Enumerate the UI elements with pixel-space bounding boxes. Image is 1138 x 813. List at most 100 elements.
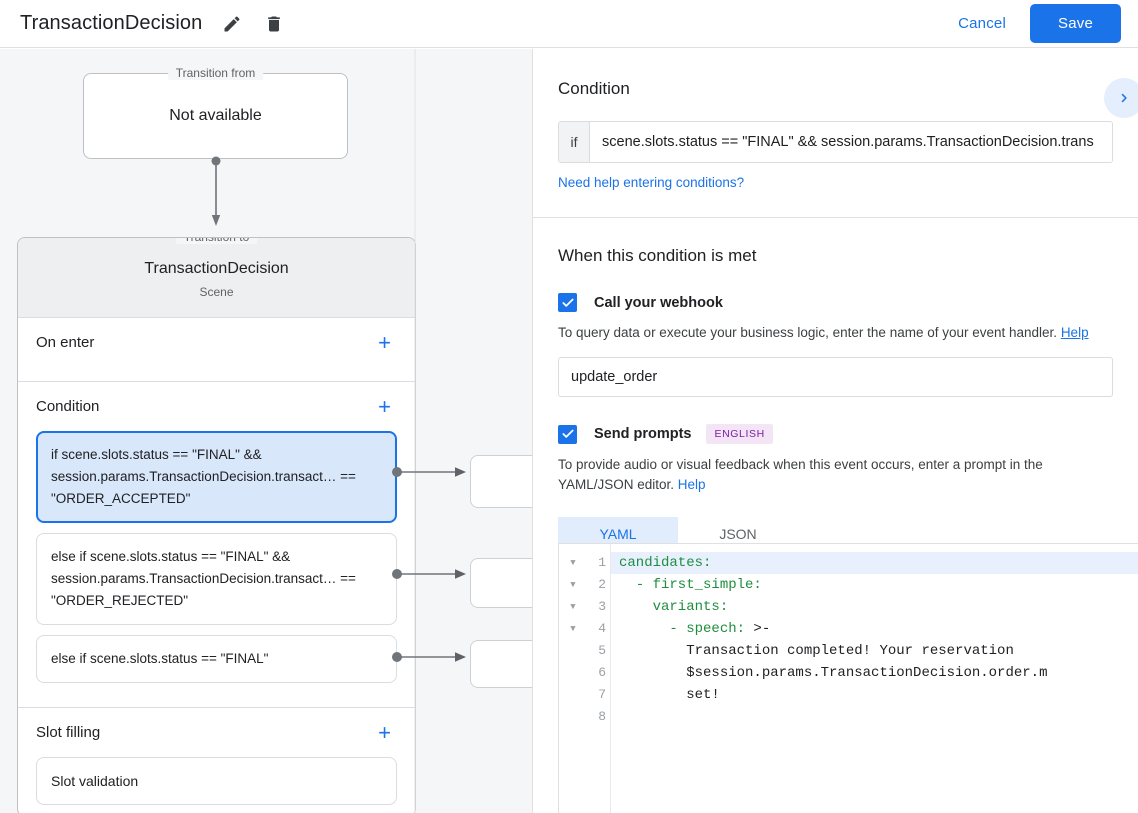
save-button[interactable]: Save: [1030, 4, 1121, 43]
condition-heading-row: Condition: [558, 49, 1113, 99]
when-condition-met-title: When this condition is met: [558, 246, 757, 265]
editor-code-line: [619, 706, 1138, 728]
call-webhook-description-text: To query data or execute your business l…: [558, 325, 1061, 340]
edit-pencil-icon[interactable]: [220, 12, 244, 36]
call-webhook-checkbox[interactable]: [558, 293, 577, 312]
editor-fold-toggle[interactable]: ▼: [570, 602, 576, 612]
scene-type: Scene: [199, 285, 234, 299]
section-slot-filling-title: Slot filling: [36, 724, 101, 741]
editor-fold-toggle[interactable]: ▼: [570, 580, 576, 590]
top-bar: TransactionDecision Cancel Save: [0, 0, 1138, 48]
section-condition: Condition + if scene.slots.status == "FI…: [18, 382, 415, 708]
editor-fold-toggle[interactable]: ▼: [570, 558, 576, 568]
editor-code-line: $session.params.TransactionDecision.orde…: [619, 665, 1048, 681]
transition-to-legend: Transition to: [175, 238, 258, 244]
slot-validation-card[interactable]: Slot validation: [36, 757, 397, 805]
editor-fold-toggle[interactable]: ▼: [570, 624, 576, 634]
editor-line-number: 1: [598, 555, 606, 570]
section-on-enter-head: On enter +: [36, 318, 397, 367]
add-slot-filling-button[interactable]: +: [378, 719, 391, 745]
transition-from-node[interactable]: Transition from Not available: [83, 66, 348, 159]
topbar-actions: Cancel Save: [944, 4, 1138, 43]
webhook-handler-input[interactable]: [558, 357, 1113, 397]
editor-fold-gutter[interactable]: ▼ ▼ ▼ ▼: [559, 544, 587, 813]
transition-from-title: Not available: [169, 107, 262, 124]
editor-code-line: - speech: >-: [619, 618, 1138, 640]
send-prompts-checkbox[interactable]: [558, 424, 577, 444]
editor-fold-toggle: [559, 662, 587, 684]
prompts-help-link[interactable]: Help: [677, 477, 706, 492]
condition-card-selected[interactable]: if scene.slots.status == "FINAL" && sess…: [36, 431, 397, 523]
editor-line-number: 4: [598, 621, 606, 636]
section-slot-filling-head: Slot filling +: [36, 708, 397, 757]
transition-to-node[interactable]: Transition to TransactionDecision Scene …: [17, 237, 416, 813]
editor-line-number: 8: [598, 709, 606, 724]
yaml-key: candidates:: [619, 555, 712, 571]
condition-expression-input[interactable]: [590, 122, 1112, 162]
editor-code-line: set!: [619, 687, 720, 703]
transition-from-legend: Transition from: [167, 66, 264, 80]
scene-graph-canvas[interactable]: Transition from Not available Transition…: [0, 49, 532, 813]
section-on-enter-title: On enter: [36, 334, 95, 351]
checkmark-icon: [561, 429, 574, 438]
editor-code-line: Transaction completed! Your reservation: [619, 643, 1014, 659]
condition-input-group[interactable]: if: [558, 121, 1113, 163]
send-prompts-row: Send prompts ENGLISH: [558, 424, 1113, 444]
tab-json[interactable]: JSON: [719, 526, 757, 542]
chevron-right-icon: [1121, 93, 1127, 103]
editor-line-number: 3: [598, 599, 606, 614]
send-prompts-label: Send prompts: [594, 426, 692, 442]
language-badge: ENGLISH: [706, 424, 773, 444]
destination-node-3[interactable]: [470, 640, 532, 688]
pencil-icon: [224, 15, 240, 31]
scene-header[interactable]: TransactionDecision Scene: [18, 238, 415, 318]
cancel-button[interactable]: Cancel: [944, 6, 1020, 41]
send-prompts-description: To provide audio or visual feedback when…: [558, 455, 1110, 495]
edge-from-to: [211, 156, 221, 226]
yaml-value: >-: [745, 621, 771, 637]
condition-card[interactable]: else if scene.slots.status == "FINAL": [36, 635, 397, 683]
editor-code-line: - first_simple:: [619, 574, 1138, 596]
scene-name: TransactionDecision: [144, 260, 289, 277]
section-condition-head: Condition +: [36, 382, 397, 431]
editor-line-number: 5: [598, 643, 606, 658]
when-condition-met-section: When this condition is met Call your web…: [533, 246, 1138, 551]
editor-code-line: candidates:: [611, 552, 1138, 574]
call-webhook-row: Call your webhook: [558, 293, 1113, 312]
section-slot-filling: Slot filling + Slot validation: [18, 708, 415, 813]
editor-line-number: 6: [598, 665, 606, 680]
call-webhook-label: Call your webhook: [594, 294, 723, 311]
webhook-help-link[interactable]: Help: [1060, 325, 1089, 340]
if-label: if: [559, 122, 590, 162]
details-panel: Condition if Need help entering conditio…: [532, 49, 1138, 813]
add-condition-button[interactable]: +: [378, 393, 391, 419]
destination-node-2[interactable]: [470, 558, 532, 608]
editor-fold-toggle: [559, 640, 587, 662]
panel-divider: [533, 217, 1138, 218]
add-on-enter-button[interactable]: +: [378, 329, 391, 355]
section-condition-title: Condition: [36, 398, 100, 415]
yaml-key: - first_simple:: [619, 577, 762, 593]
editor-code-line: variants:: [619, 596, 1138, 618]
yaml-key: variants:: [619, 599, 729, 615]
editor-fold-toggle: [559, 684, 587, 706]
condition-card[interactable]: else if scene.slots.status == "FINAL" &&…: [36, 533, 397, 625]
send-prompts-description-text: To provide audio or visual feedback when…: [558, 457, 1043, 492]
page-title: TransactionDecision: [20, 12, 203, 34]
editor-line-number: 2: [598, 577, 606, 592]
editor-fold-toggle: [559, 706, 587, 728]
checkmark-icon: [561, 298, 574, 307]
editor-line-number: 7: [598, 687, 606, 702]
condition-section: Condition if Need help entering conditio…: [533, 49, 1138, 192]
destination-node-1[interactable]: [470, 455, 532, 508]
condition-heading: Condition: [558, 79, 630, 98]
expand-panel-button[interactable]: [1104, 78, 1138, 118]
yaml-editor[interactable]: ▼ ▼ ▼ ▼ 1 2 3 4 5 6 7 8 candidates: - first_simple…: [558, 543, 1138, 813]
delete-trash-icon[interactable]: [262, 12, 286, 36]
call-webhook-description: To query data or execute your business l…: [558, 323, 1113, 343]
editor-code-area[interactable]: candidates: - first_simple: variants: - …: [611, 544, 1138, 813]
section-on-enter: On enter +: [18, 318, 415, 382]
yaml-key: - speech:: [619, 621, 746, 637]
editor-line-numbers: 1 2 3 4 5 6 7 8: [587, 544, 611, 813]
need-help-conditions-link[interactable]: Need help entering conditions?: [558, 175, 745, 190]
